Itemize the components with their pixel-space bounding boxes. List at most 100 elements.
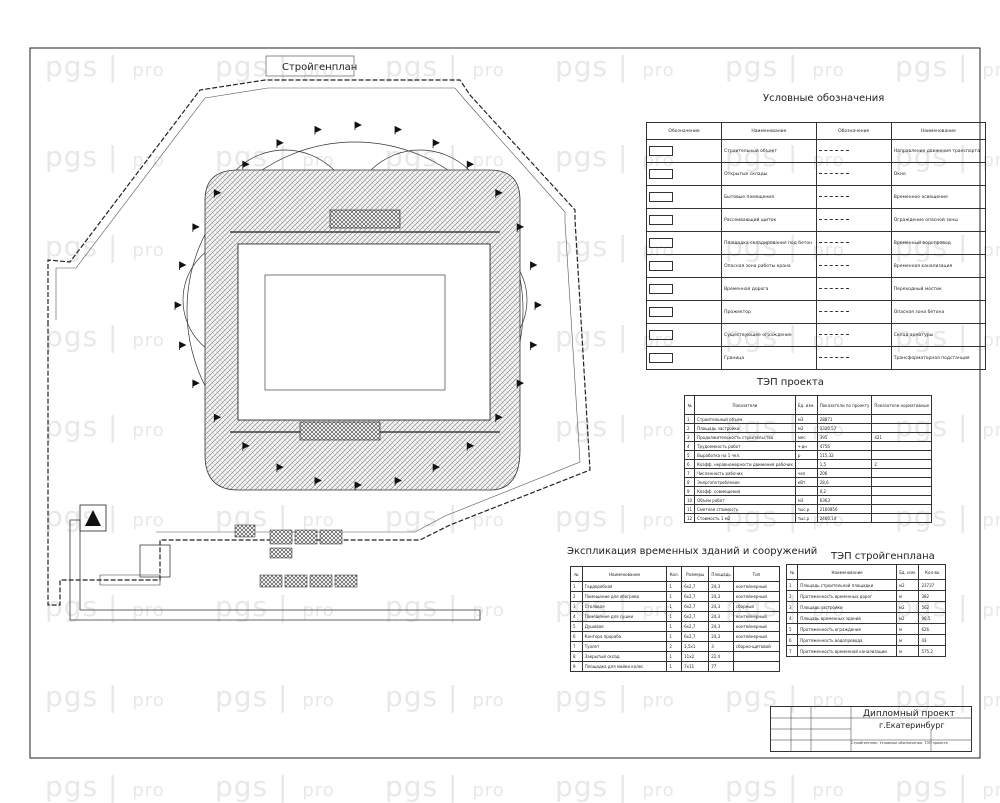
tep2-title: ТЭП стройгенплана <box>831 551 935 562</box>
watermark-suffix: pro <box>132 240 165 261</box>
legend-symbol-icon <box>818 172 849 174</box>
expl-table: № Наименование Кол. Размеры Площадь Тип … <box>570 566 781 672</box>
expl-cell: 8 <box>570 651 583 662</box>
expl-cell: 1 <box>666 611 683 622</box>
tep-cell: 2 <box>683 423 696 433</box>
site-fence-inner <box>55 87 581 533</box>
watermark: pgs | pro <box>725 770 845 803</box>
tep2-cell: 2 <box>785 590 799 602</box>
tep-cell: 115,32 <box>816 450 873 460</box>
tep2-cell: 4 <box>785 612 799 624</box>
flag-marker <box>314 476 322 486</box>
tep-cell <box>871 423 933 433</box>
expl-cell: контейнерный <box>732 611 781 622</box>
flag-marker <box>192 379 200 389</box>
watermark-brand: pgs <box>555 680 609 713</box>
expl-cell: 1 <box>666 601 683 612</box>
tep-cell <box>794 459 818 469</box>
expl-cell: контейнерный <box>732 631 781 642</box>
watermark-brand: pgs <box>555 50 609 83</box>
flag-marker <box>394 125 402 135</box>
expl-cell: 1 <box>666 621 683 632</box>
legend-symbol-icon <box>649 330 673 340</box>
tep-cell <box>871 468 933 478</box>
legend-symbol-icon <box>818 310 849 312</box>
legend-name: Опасная зона работы крана <box>721 254 817 278</box>
legend-symbol-icon <box>649 238 673 248</box>
flag-marker <box>213 189 222 198</box>
watermark: pgs | pro <box>555 410 675 443</box>
expl-cell: 3 <box>570 601 583 612</box>
tep-cell: ч-дн <box>794 441 818 451</box>
tep-cell: 4 <box>683 441 696 451</box>
watermark-suffix: pro <box>132 150 165 171</box>
tep-cell: 11 <box>683 504 696 514</box>
legend-symbol <box>815 162 892 186</box>
tep2-cell: м <box>895 645 920 657</box>
tep-cell: 1,5 <box>816 459 873 469</box>
tep-cell: 10 <box>683 495 696 505</box>
watermark-suffix: pro <box>642 690 675 711</box>
watermark: pgs | pro <box>385 50 505 83</box>
watermark-brand: pgs <box>555 230 609 263</box>
tep-cell: 28,6 <box>816 477 873 487</box>
tep-cell <box>871 495 933 505</box>
flag-marker <box>466 160 475 170</box>
tep-cell: Строительный объем <box>694 414 796 424</box>
watermark: pgs | pro <box>725 680 845 713</box>
tep2-cell: Протяженность ограждения <box>797 623 897 635</box>
tep-cell: м3 <box>794 495 818 505</box>
watermark-brand: pgs <box>215 680 269 713</box>
watermark-brand: pgs <box>555 410 609 443</box>
tep-cell: Сметная стоимость <box>694 504 796 514</box>
stamp-grid <box>771 707 971 751</box>
legend-symbol-icon <box>818 287 849 289</box>
tep-cell: Коэфф. совмещения <box>694 486 796 496</box>
watermark-brand: pgs <box>725 770 779 803</box>
expl-cell: Закрытый склад <box>581 651 668 662</box>
expl-cell: 3 <box>708 641 734 652</box>
watermark-suffix: pro <box>132 330 165 351</box>
road-entry <box>99 574 161 586</box>
watermark: pgs | pro <box>45 590 165 623</box>
expl-cell: Контора прораба <box>581 631 668 642</box>
watermark-brand: pgs <box>45 320 99 353</box>
tep-cell: 7 <box>683 468 696 478</box>
legend-table: Обозначение Наименование Обозначение Наи… <box>645 122 987 370</box>
tep-cell <box>871 477 933 487</box>
legend-name: Прожектор <box>721 300 817 324</box>
tep-cell: 2320,57 <box>816 423 873 433</box>
watermark-suffix: pro <box>642 510 675 531</box>
flag-marker <box>466 442 475 451</box>
expl-cell: 2 <box>570 591 583 602</box>
tep2-cell: м <box>895 634 920 646</box>
tep-cell: кВт <box>794 477 818 487</box>
watermark-brand: pgs <box>895 770 949 803</box>
tep-cell: 4756 <box>816 441 873 451</box>
watermark-suffix: pro <box>982 690 1000 711</box>
plan-title-box <box>265 55 355 77</box>
legend-symbol <box>645 185 723 209</box>
legend-name: Временная канализация <box>890 254 987 278</box>
watermark: pgs | pro <box>215 770 335 803</box>
watermark-suffix: pro <box>642 780 675 801</box>
legend-name: Переходный мостик <box>890 277 987 301</box>
legend-name: Открытые склады <box>721 162 817 186</box>
flag-marker <box>516 223 525 232</box>
tep2-cell: 1 <box>785 579 799 591</box>
tep2-cell: м <box>895 590 920 602</box>
transformer-icon <box>85 510 101 526</box>
legend-name: Окно <box>890 162 987 186</box>
tep2-cell: 43 <box>918 634 946 646</box>
sheet-frame <box>29 47 981 759</box>
legend-symbol-icon <box>818 356 849 358</box>
legend-symbol <box>815 323 892 347</box>
